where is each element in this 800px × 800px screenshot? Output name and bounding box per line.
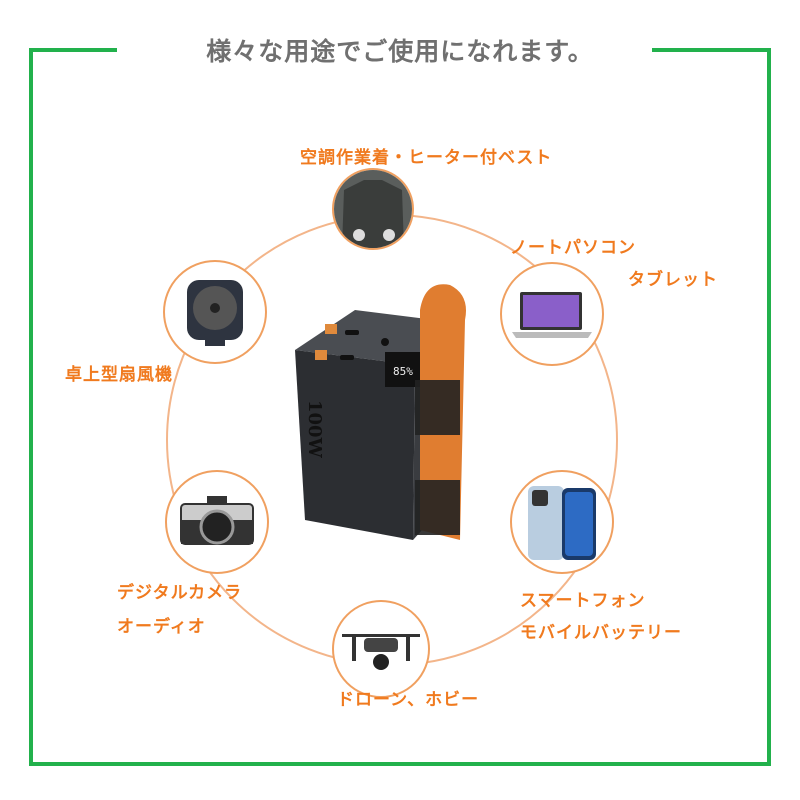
camera-icon (180, 496, 254, 545)
side-label: 100W (304, 400, 325, 459)
use-circle-phone (510, 470, 614, 574)
page-title: 様々な用途でご使用になれます。 (206, 37, 594, 66)
use-circle-camera (165, 470, 269, 574)
label-drone: ドローン、ホビー (337, 690, 480, 710)
laptop-icon (512, 292, 592, 338)
drone-icon (342, 634, 420, 670)
fan-icon (187, 280, 243, 346)
label-laptop-1: ノートパソコン (510, 238, 636, 258)
frame-left (29, 48, 33, 766)
use-circle-laptop (500, 262, 604, 366)
vest-icon (334, 170, 412, 248)
label-fan: 卓上型扇風機 (65, 365, 173, 385)
frame-bottom (29, 762, 771, 766)
smartphone-icon (528, 486, 596, 560)
use-circle-vest (332, 168, 414, 250)
frame-top-right (652, 48, 771, 52)
label-phone-1: スマートフォン (520, 591, 646, 611)
display-readout: 85% (393, 365, 413, 378)
label-camera-2: オーディオ (117, 617, 206, 637)
frame-right (767, 48, 771, 766)
label-camera-1: デジタルカメラ (117, 583, 243, 603)
use-circle-drone (332, 600, 430, 698)
frame-top-left (29, 48, 117, 52)
use-circle-fan (163, 260, 267, 364)
label-laptop-2: タブレット (628, 270, 718, 290)
label-phone-2: モバイルバッテリー (520, 623, 682, 643)
power-bank-image: 85% 100W (295, 284, 466, 540)
label-vest: 空調作業着・ヒーター付ベスト (300, 148, 553, 168)
